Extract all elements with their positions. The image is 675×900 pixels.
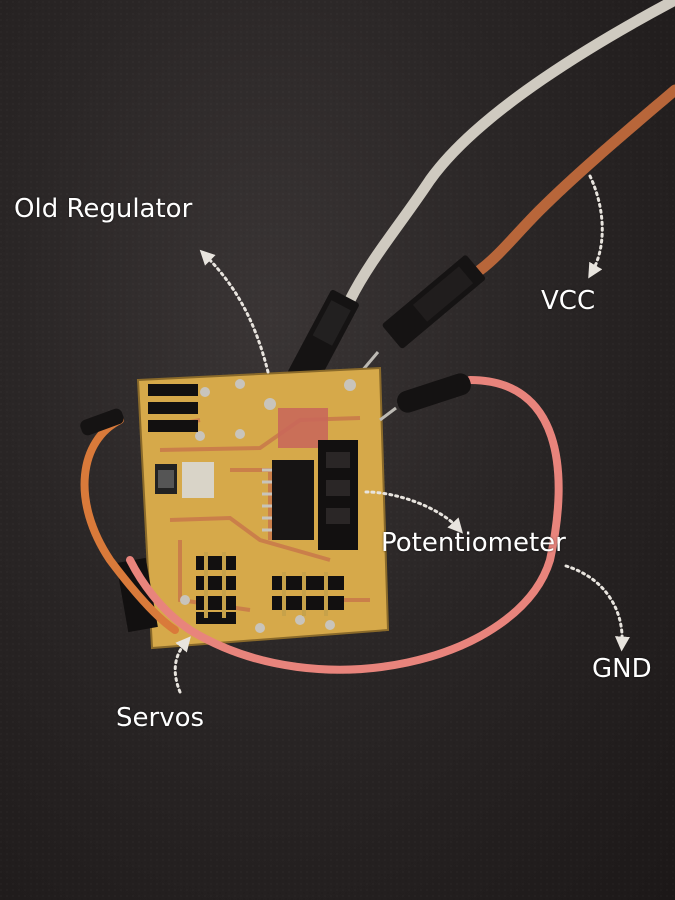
arrow-servos [173, 636, 191, 694]
gray-wire [284, 0, 675, 404]
arrow-potentiometer [364, 490, 464, 534]
potentiometer-header [318, 440, 358, 550]
top-left-header [148, 384, 198, 432]
ic-chip [262, 460, 314, 540]
arrow-vcc [588, 174, 604, 279]
pink-wire [126, 376, 563, 674]
arrow-gnd [564, 564, 630, 652]
pcb-board [116, 366, 390, 650]
label-potentiometer: Potentiometer [381, 528, 566, 558]
label-gnd: GND [592, 654, 652, 684]
label-vcc: VCC [541, 286, 596, 316]
orange-wire [80, 416, 179, 634]
arrow-old-regulator [199, 249, 270, 374]
brown-wire [354, 84, 675, 379]
capacitor [182, 462, 214, 498]
pink-wire-pin [379, 373, 471, 422]
label-old-regulator: Old Regulator [14, 194, 193, 224]
label-servos: Servos [116, 703, 205, 733]
